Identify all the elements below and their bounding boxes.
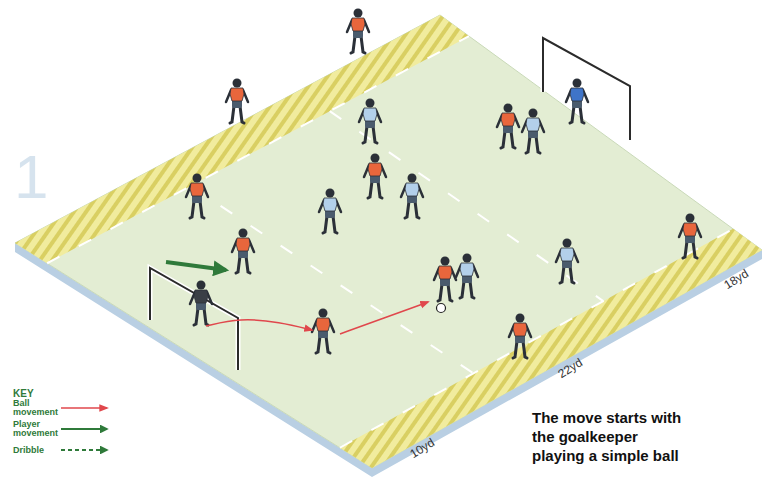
section-number: 1 <box>14 146 48 208</box>
goal <box>150 268 238 370</box>
legend-text: Dribble <box>13 446 57 455</box>
zone-line <box>191 186 474 373</box>
player-figure <box>434 257 456 302</box>
player-figure <box>556 239 578 284</box>
legend-sample <box>59 424 111 434</box>
legend-sample <box>59 403 111 413</box>
key-heading: KEY <box>13 389 34 399</box>
end-zone <box>340 229 762 468</box>
player-figure <box>522 109 544 154</box>
ball-movement-arrow <box>340 302 428 334</box>
player-figure <box>186 174 208 219</box>
player-figure <box>566 79 588 124</box>
legend-sample <box>59 445 111 455</box>
player-figure <box>364 154 386 199</box>
ball <box>437 304 446 313</box>
player-figure <box>347 9 369 54</box>
legend-entry: Ball movement <box>13 399 111 417</box>
player-movement-arrow <box>166 262 226 270</box>
caption-text: The move starts with the goalkeeper play… <box>532 408 694 465</box>
zone-line <box>330 111 604 301</box>
pitch-surface <box>15 15 762 468</box>
legend-entry: Dribble <box>13 445 111 455</box>
ball-movement-arrow <box>206 320 312 330</box>
player-figure <box>319 189 341 234</box>
zone-line <box>47 36 469 263</box>
player-figure <box>226 79 248 124</box>
player-figure <box>679 214 701 259</box>
player-figure <box>456 254 478 299</box>
legend-text: Ball movement <box>13 399 57 417</box>
player-figure <box>232 229 254 274</box>
player-figure <box>312 309 334 354</box>
legend-entry: Player movement <box>13 420 111 438</box>
legend-text: Player movement <box>13 420 57 438</box>
player-figure <box>509 314 531 359</box>
player-figure <box>497 104 519 149</box>
goal <box>543 38 630 140</box>
player-figure <box>190 281 212 326</box>
player-figure <box>359 99 381 144</box>
end-zone <box>15 15 469 263</box>
player-figure <box>401 174 423 219</box>
